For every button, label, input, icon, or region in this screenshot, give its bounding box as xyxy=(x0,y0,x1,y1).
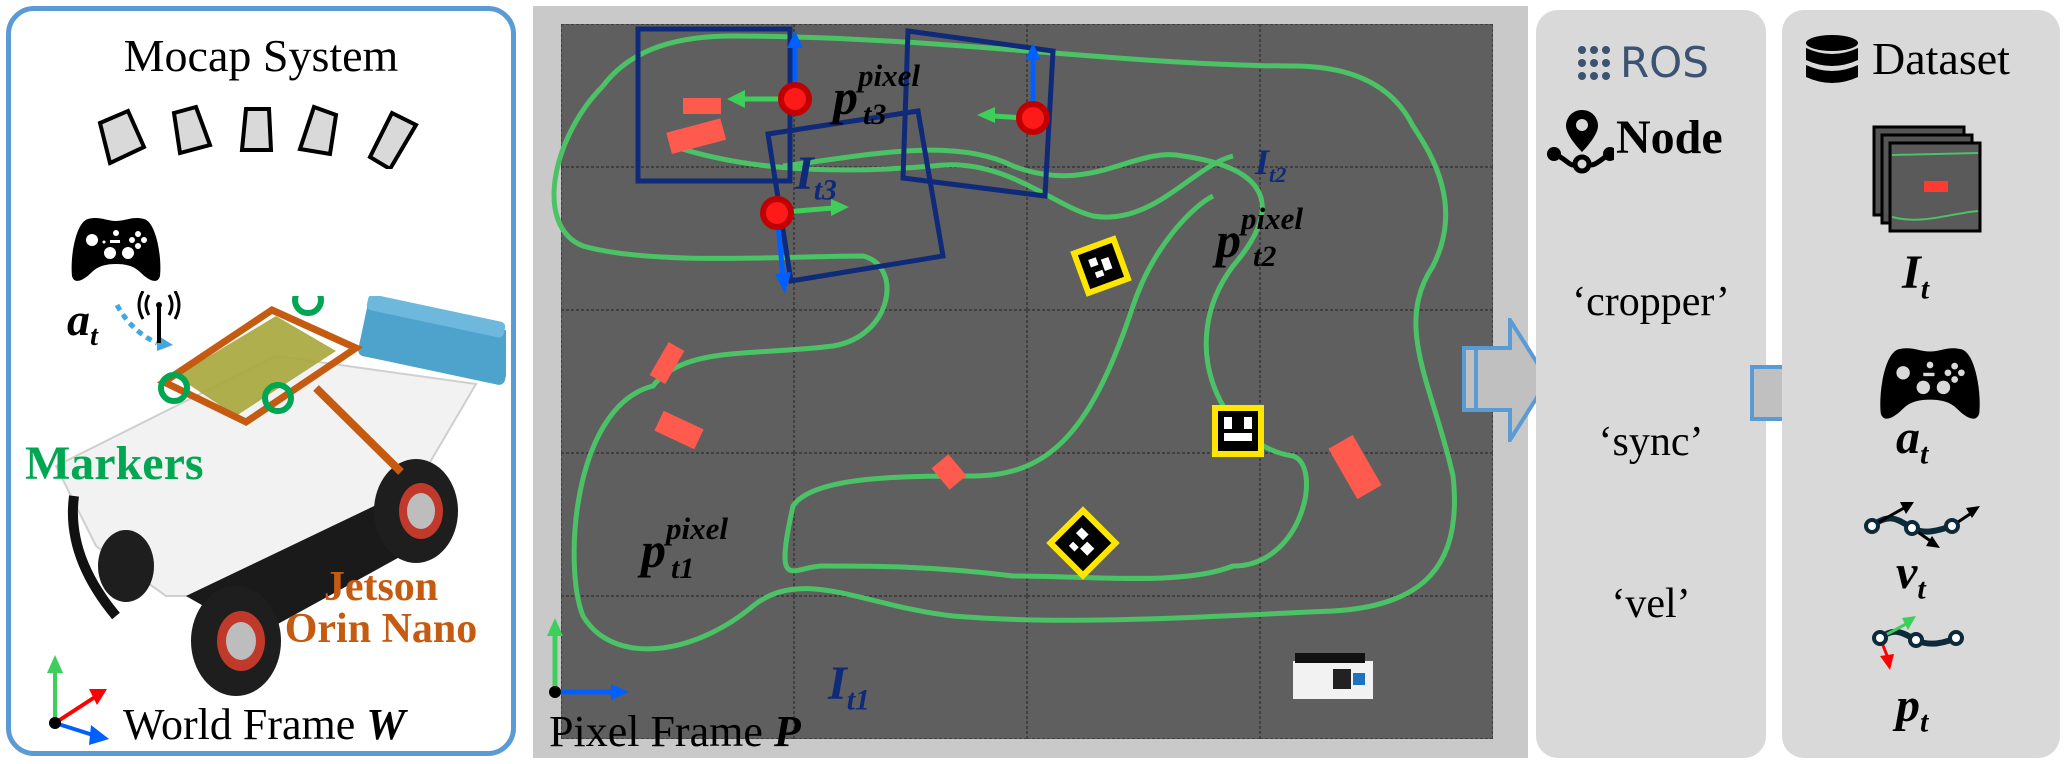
world-frame-label: World Frame W xyxy=(123,700,406,749)
pose-path-icon xyxy=(1872,616,1964,670)
dataset-action-label: at xyxy=(1896,411,1929,471)
markers-label: Markers xyxy=(25,437,204,490)
rc-car-image xyxy=(54,296,506,696)
mocap-panel: Mocap System at xyxy=(6,6,516,756)
I-t1-label: It1 xyxy=(828,657,870,717)
p-pixel-t3-label: ppixel xyxy=(833,58,920,125)
apriltags xyxy=(1046,235,1264,580)
pose-t3 xyxy=(727,31,812,116)
node-sync: ‘sync’ xyxy=(1598,419,1704,465)
obstacles xyxy=(649,98,1382,500)
velocity-path-icon xyxy=(1864,502,1980,548)
action-label: at xyxy=(67,294,98,352)
ros-brand-text: ROS xyxy=(1620,38,1709,87)
flow-arrow-to-ros xyxy=(1462,318,1551,442)
dataset-pose-label: pt xyxy=(1896,679,1929,739)
p-pixel-t1-label: ppixel xyxy=(641,511,728,578)
wireless-signal-icon xyxy=(114,291,181,351)
track-overhead-view: ppixel t3 It3 It2 ppixel t2 ppixel t1 It… xyxy=(533,6,1528,758)
mocap-cameras-icon xyxy=(97,104,419,169)
pose-t1 xyxy=(760,196,849,294)
ros-node-panel: ROS Node ‘cropper’ ‘sync’ ‘vel’ xyxy=(1536,10,1766,758)
mocap-title: Mocap System xyxy=(123,30,399,81)
p-pixel-t2-label: ppixel xyxy=(1216,201,1303,268)
I-t3-label: It3 xyxy=(795,147,837,207)
p-pixel-t2-sub: t2 xyxy=(1253,240,1277,273)
node-vel: ‘vel’ xyxy=(1611,581,1691,627)
dataset-title: Dataset xyxy=(1872,33,2010,84)
world-frame-axes-icon xyxy=(47,655,109,745)
ros-dots-icon xyxy=(1578,45,1610,80)
p-pixel-t3-sub: t3 xyxy=(863,98,887,131)
pixel-frame-axes-icon xyxy=(547,618,629,700)
gamepad-icon xyxy=(1880,348,1980,419)
gamepad-icon xyxy=(71,218,161,281)
dataset-image-label: It xyxy=(1902,246,1929,306)
track-overlay xyxy=(547,26,1457,700)
node-title: Node xyxy=(1616,111,1723,164)
node-graph-icon xyxy=(1547,110,1614,174)
jetson-label-line2: Orin Nano xyxy=(284,606,478,652)
image-stack-icon xyxy=(1872,125,1982,233)
I-t2-label: It2 xyxy=(1255,142,1287,187)
node-cropper: ‘cropper’ xyxy=(1572,279,1730,325)
pixel-frame-label: Pixel Frame P xyxy=(549,707,801,756)
ros-brand: ROS xyxy=(1576,38,1709,87)
p-pixel-t1-sub: t1 xyxy=(671,552,695,585)
dataset-panel: Dataset It at vt pt xyxy=(1782,10,2060,758)
pose-t2 xyxy=(977,43,1050,135)
jetson-label: Jetson Orin Nano xyxy=(281,566,481,650)
track-lines xyxy=(551,33,1457,652)
track-car xyxy=(1293,653,1373,699)
jetson-label-line1: Jetson xyxy=(323,564,439,610)
database-icon xyxy=(1806,35,1858,83)
dataset-velocity-label: vt xyxy=(1896,546,1926,606)
